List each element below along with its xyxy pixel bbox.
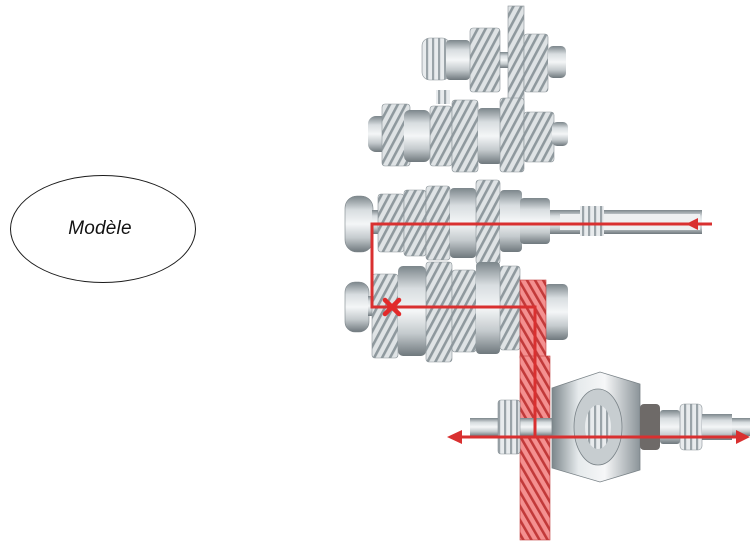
differential-assembly [470, 372, 750, 482]
input-shaft-assembly [345, 180, 702, 264]
top-shaft-assembly [422, 6, 566, 118]
left-output-arrow-icon [447, 430, 462, 444]
final-drive-pinion-gear [520, 280, 546, 358]
upper-layshaft-assembly [368, 98, 568, 172]
